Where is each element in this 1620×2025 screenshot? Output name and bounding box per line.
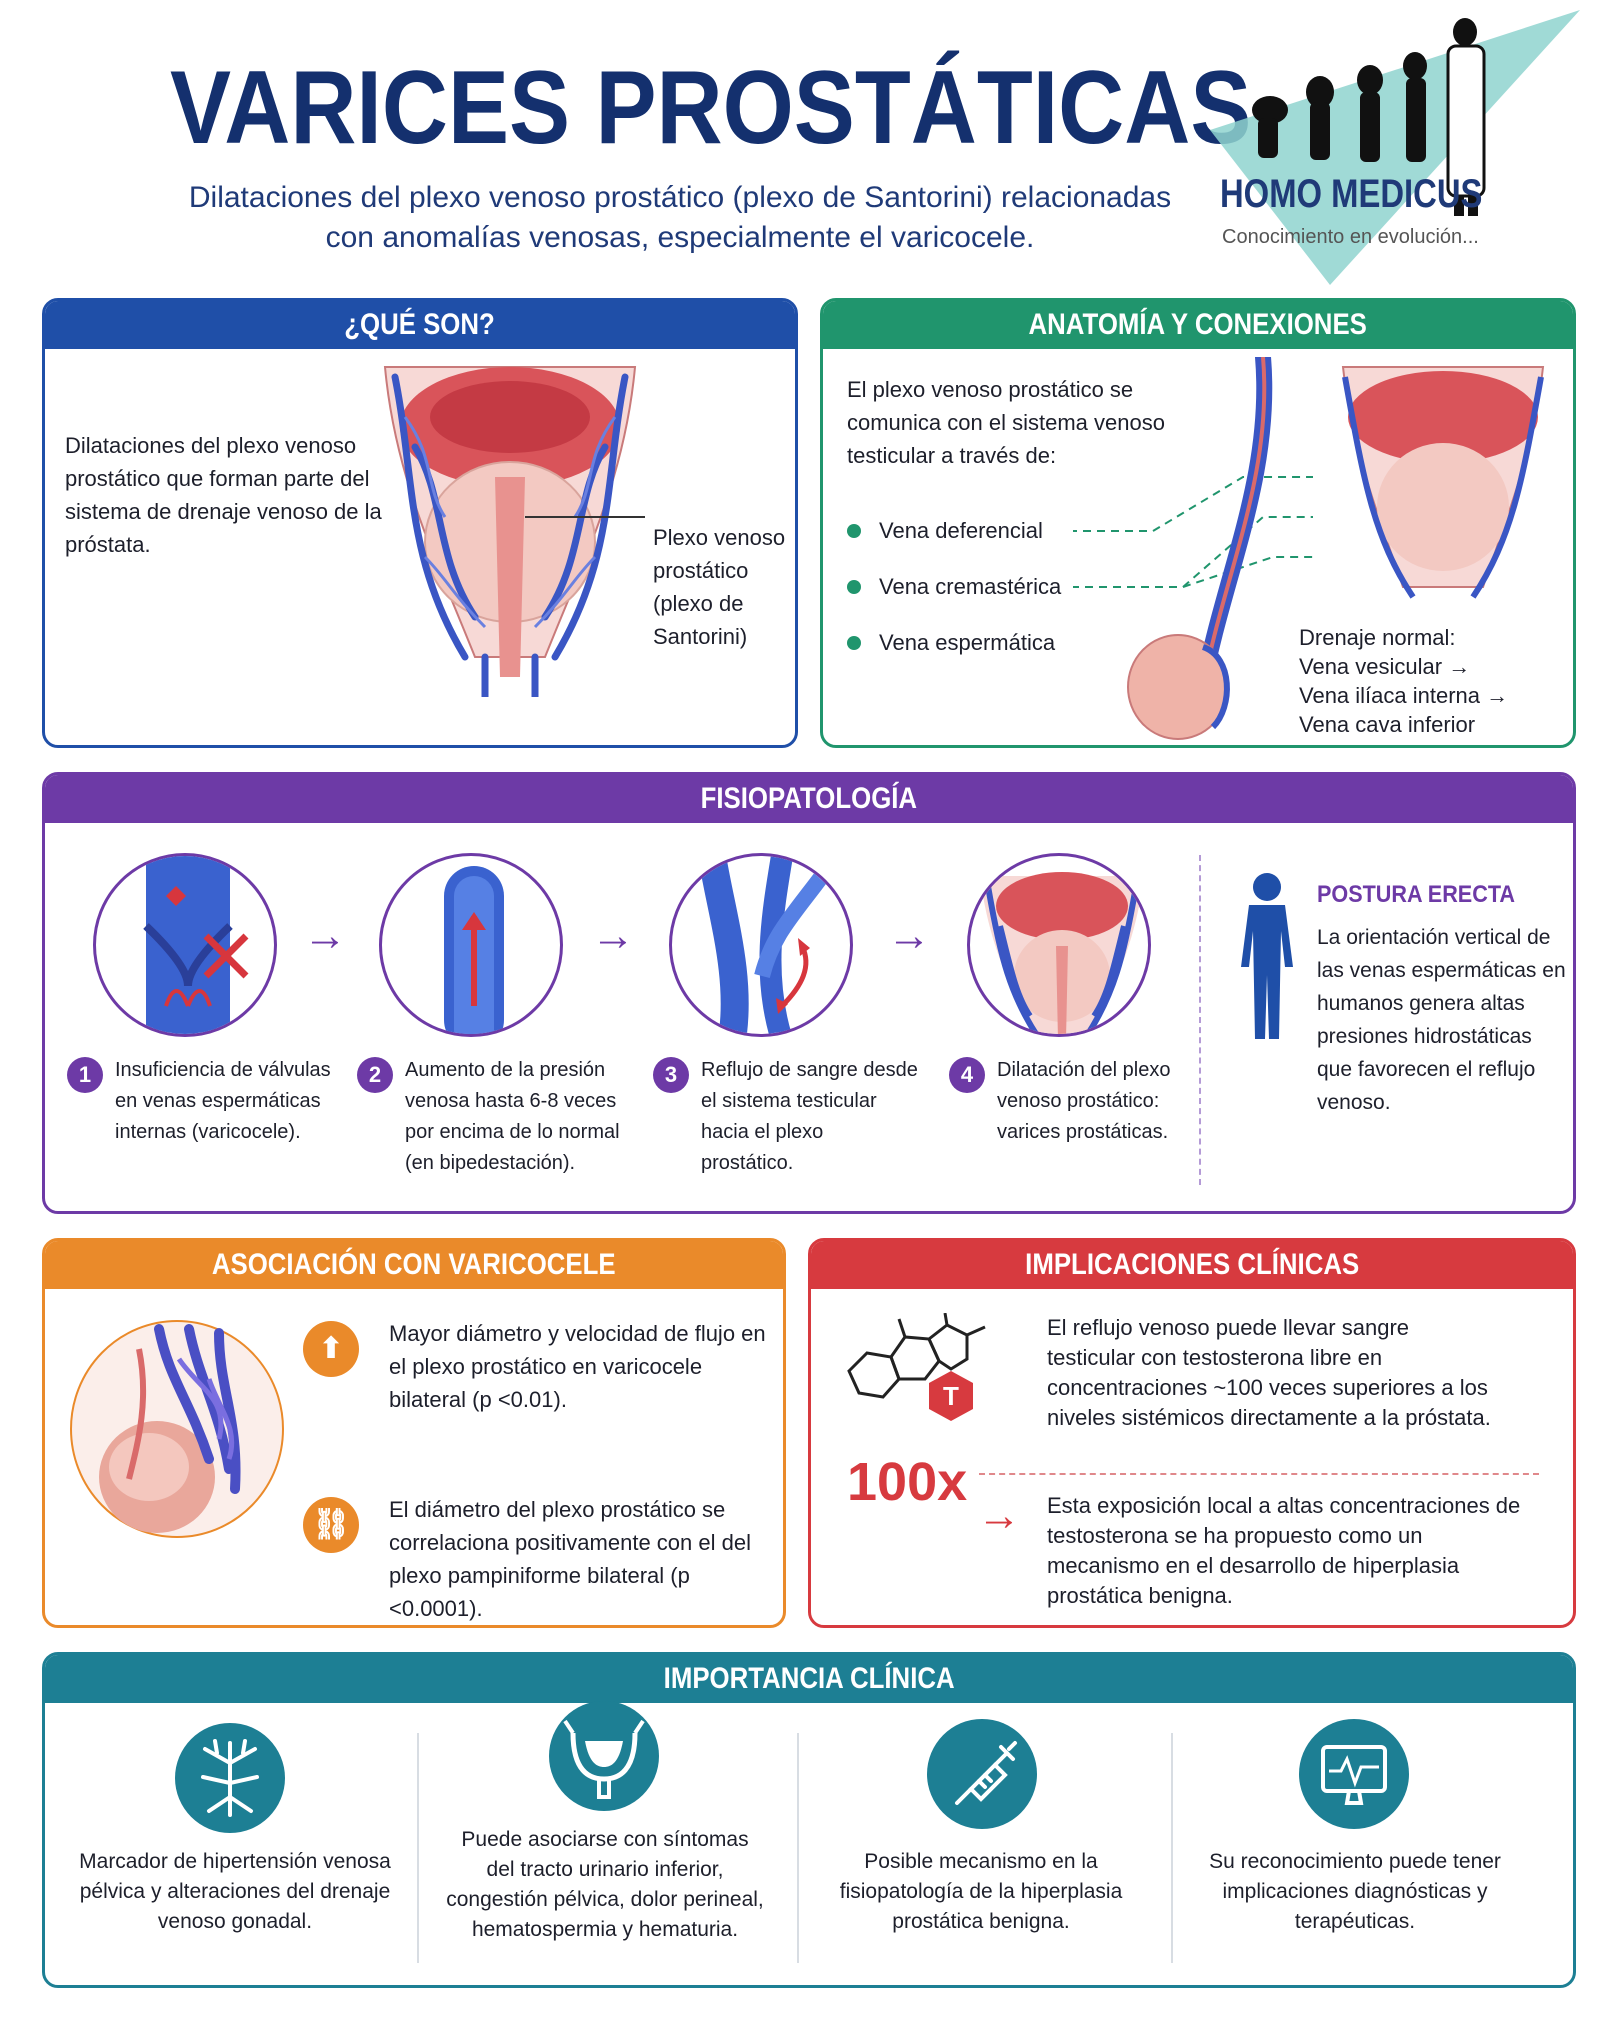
- que-son-header: ¿QUÉ SON?: [45, 301, 795, 349]
- dashed-divider: [979, 1473, 1539, 1475]
- prostate-plexus-illustration: [383, 366, 645, 697]
- importancia-text-2: Puede asociarse con síntomas del tracto …: [446, 1828, 764, 1941]
- arrow-right-icon: →: [887, 911, 931, 960]
- importancia-header: IMPORTANCIA CLÍNICA: [45, 1655, 1573, 1703]
- implicaciones-panel: IMPLICACIONES CLÍNICAS T 100x El reflujo…: [808, 1238, 1576, 1628]
- syringe-icon: [927, 1719, 1037, 1829]
- homo-medicus-logo: [1210, 10, 1580, 285]
- section-divider: [1199, 855, 1201, 1185]
- vein-list: Vena deferencial Vena cremastérica Vena …: [847, 503, 1061, 671]
- varicocele-illustration: [70, 1320, 284, 1538]
- postura-text: La orientación vertical de las venas esp…: [1317, 926, 1566, 1114]
- step-text: Dilatación del plexo venoso prostático: …: [997, 1059, 1171, 1143]
- column-divider: [417, 1733, 419, 1963]
- reflux-icon: [669, 853, 853, 1037]
- anatomia-header: ANATOMÍA Y CONEXIONES: [823, 301, 1573, 349]
- vein-item: Vena espermática: [847, 615, 1061, 671]
- vein-item: Vena deferencial: [847, 503, 1061, 559]
- que-son-panel: ¿QUÉ SON? Dilataciones del plexo venoso …: [42, 298, 798, 748]
- arrow-right-icon: →: [303, 911, 347, 960]
- page-subtitle: Dilataciones del plexo venoso prostático…: [188, 181, 1172, 254]
- asociacion-text-2: El diámetro del plexo prostático se corr…: [389, 1497, 751, 1621]
- bullet-icon: [847, 580, 861, 594]
- logo-name: HOMO MEDICUS: [1220, 172, 1483, 216]
- drainage-text: Drenaje normal: Vena vesicular → Vena il…: [1299, 625, 1509, 737]
- arrow-up-icon: ⬆: [303, 1321, 359, 1377]
- anatomia-panel: ANATOMÍA Y CONEXIONES El plexo venoso pr…: [820, 298, 1576, 748]
- molecule-label: T: [943, 1381, 959, 1411]
- fisiopatologia-panel: FISIOPATOLOGÍA → → →: [42, 772, 1576, 1214]
- anatomia-intro: El plexo venoso prostático se comunica c…: [847, 377, 1165, 468]
- importancia-text-3: Posible mecanismo en la fisiopatología d…: [839, 1850, 1123, 1933]
- plexus-label: Plexo venoso prostático (plexo de Santor…: [653, 525, 786, 649]
- step-text: Reflujo de sangre desde el sistema testi…: [701, 1059, 918, 1174]
- testosterone-molecule-icon: T: [847, 1313, 986, 1421]
- implicaciones-text-1: El reflujo venoso puede llevar sangre te…: [1047, 1315, 1491, 1430]
- human-standing-icon: [1241, 873, 1293, 1039]
- asociacion-header: ASOCIACIÓN CON VARICOCELE: [45, 1241, 783, 1289]
- step-text: Insuficiencia de válvulas en venas esper…: [115, 1059, 331, 1143]
- importancia-panel: IMPORTANCIA CLÍNICA Marcador de hiperten…: [42, 1652, 1576, 1988]
- pressure-vein-icon: [379, 853, 563, 1037]
- arrow-right-icon: →: [591, 911, 635, 960]
- arrow-right-icon: →: [977, 1491, 1021, 1540]
- dilated-plexus-icon: [967, 853, 1151, 1037]
- vein-item: Vena cremastérica: [847, 559, 1061, 615]
- vein-network-icon: [175, 1723, 285, 1833]
- asociacion-panel: ASOCIACIÓN CON VARICOCELE ⬆ Mayor diámet…: [42, 1238, 786, 1628]
- postura-title: POSTURA ERECTA: [1317, 881, 1516, 908]
- bullet-icon: [847, 636, 861, 650]
- anatomy-connections-illustration: [1073, 357, 1545, 740]
- column-divider: [1171, 1733, 1173, 1963]
- logo-tagline: Conocimiento en evolución...: [1222, 226, 1479, 248]
- link-icon: ⛓: [303, 1497, 359, 1553]
- que-son-description: Dilataciones del plexo venoso prostático…: [65, 433, 382, 557]
- importancia-text-4: Su reconocimiento puede tener implicacio…: [1209, 1850, 1501, 1933]
- step-text: Aumento de la presión venosa hasta 6-8 v…: [405, 1059, 620, 1174]
- implicaciones-text-2: Esta exposición local a altas concentrac…: [1047, 1493, 1521, 1608]
- valve-insufficiency-icon: [93, 853, 277, 1037]
- step-number: 4: [949, 1057, 985, 1093]
- importancia-text-1: Marcador de hipertensión venosa pélvica …: [79, 1850, 391, 1933]
- column-divider: [797, 1733, 799, 1963]
- monitor-ecg-icon: [1299, 1719, 1409, 1829]
- step-number: 3: [653, 1057, 689, 1093]
- bullet-icon: [847, 524, 861, 538]
- page-title: VARICES PROSTÁTICAS: [170, 50, 1252, 166]
- fisiopatologia-header: FISIOPATOLOGÍA: [45, 775, 1573, 823]
- asociacion-text-1: Mayor diámetro y velocidad de flujo en e…: [389, 1321, 766, 1412]
- step-number: 2: [357, 1057, 393, 1093]
- implicaciones-header: IMPLICACIONES CLÍNICAS: [811, 1241, 1573, 1289]
- bladder-icon: [549, 1701, 659, 1811]
- step-number: 1: [67, 1057, 103, 1093]
- big-number: 100x: [847, 1452, 968, 1512]
